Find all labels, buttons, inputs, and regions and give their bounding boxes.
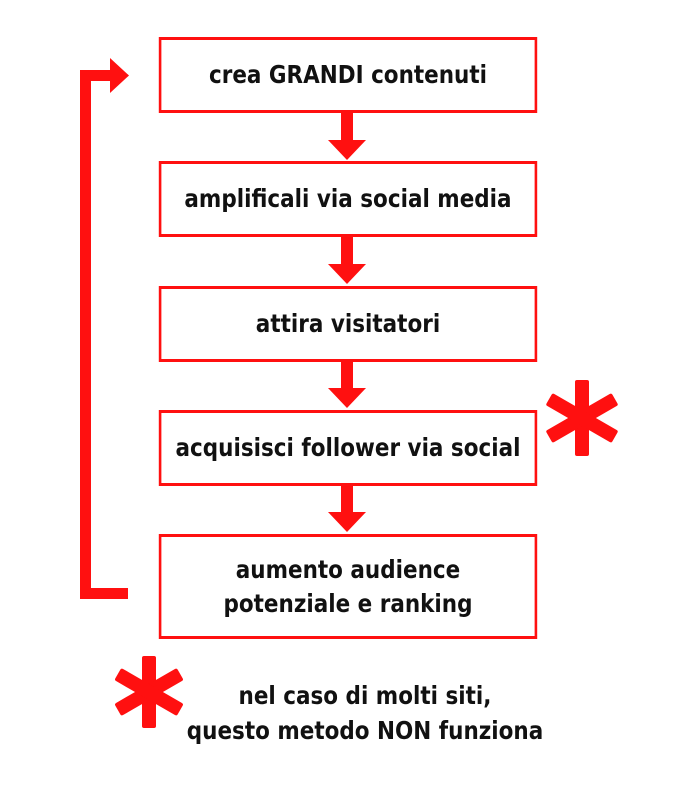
step-increase-audience: aumento audience potenziale e ranking [158, 534, 538, 639]
asterisk-icon [546, 380, 618, 456]
step-label: attira visitatori [255, 309, 441, 339]
step-acquire-followers: acquisisci follower via social [158, 410, 538, 486]
arrow-1-to-2 [328, 113, 366, 160]
step-label: crea GRANDI contenuti [208, 60, 488, 90]
step-label: acquisisci follower via social [175, 433, 521, 463]
step-create-content: crea GRANDI contenuti [158, 37, 538, 113]
step-amplify-social: amplificali via social media [158, 161, 538, 237]
feedback-loop-arrow [80, 58, 129, 599]
step-attract-visitors: attira visitatori [158, 286, 538, 362]
arrow-4-to-5 [328, 486, 366, 532]
step-label: aumento audience potenziale e ranking [223, 554, 473, 618]
arrow-2-to-3 [328, 237, 366, 284]
arrow-3-to-4 [328, 362, 366, 408]
step-label: amplificali via social media [184, 184, 512, 214]
footnote-text: nel caso di molti siti, questo metodo NO… [186, 681, 544, 745]
note-asterisk-icon [115, 656, 183, 728]
